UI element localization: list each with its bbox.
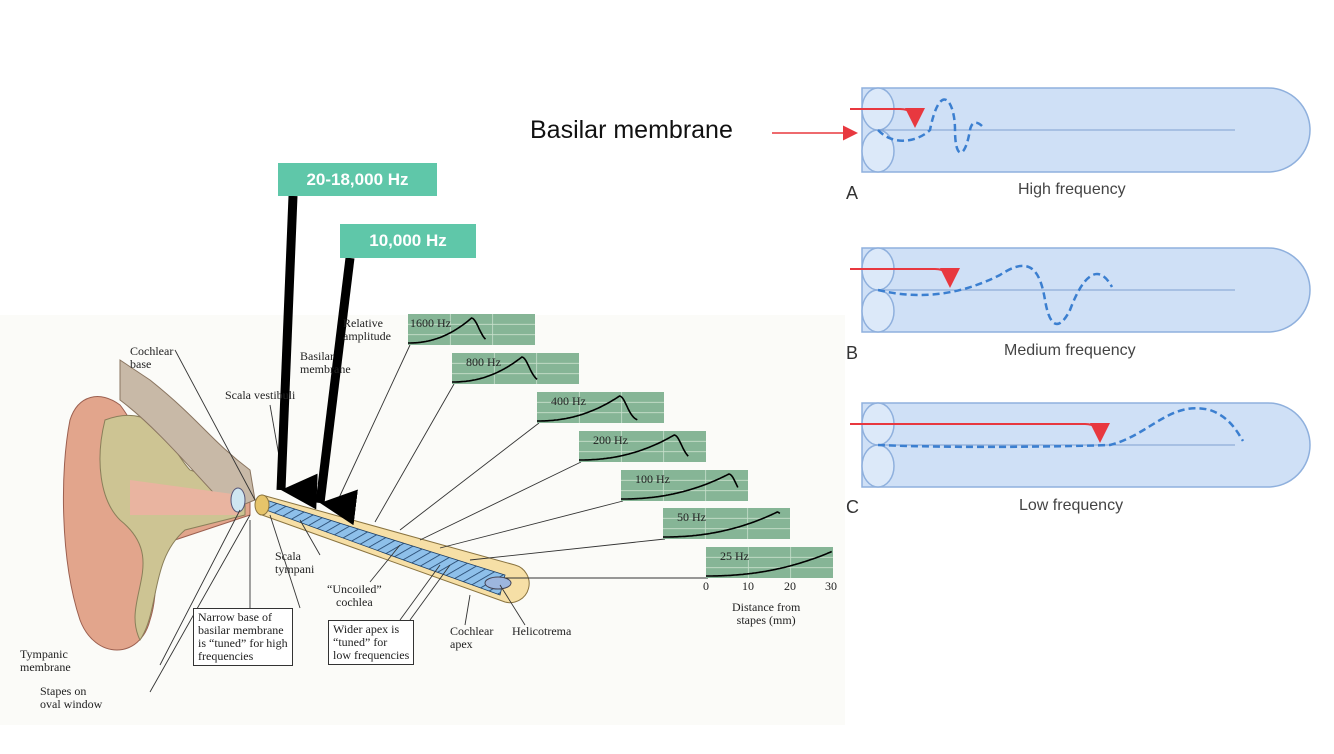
caption-high-frequency: High frequency xyxy=(1018,181,1126,198)
amplitude-panel xyxy=(452,353,579,384)
amplitude-panel xyxy=(408,314,535,345)
panel-label: 1600 Hz xyxy=(410,316,451,330)
input-arrow xyxy=(850,107,925,128)
amplitude-panel xyxy=(621,470,748,501)
panel-letter-b: B xyxy=(846,343,859,363)
amplitude-panel xyxy=(579,431,706,462)
panel-label: 100 Hz xyxy=(635,472,670,486)
panel-letter-c: C xyxy=(846,497,859,517)
traveling-wave xyxy=(877,98,983,154)
amplitude-curve xyxy=(579,434,689,461)
tube-panel xyxy=(850,247,1311,333)
label-helicotrema: Helicotrema xyxy=(512,624,572,638)
panel-label: 25 Hz xyxy=(720,549,749,563)
label-scala-vestibuli: Scala vestibuli xyxy=(225,388,296,402)
label-uncoiled-cochlea: “Uncoiled”cochlea xyxy=(327,582,382,609)
axis-tick-30: 30 xyxy=(825,579,837,593)
axis-tick-10: 10 xyxy=(742,579,754,593)
ear-illustration xyxy=(62,359,256,651)
arrow-10000hz xyxy=(315,257,358,526)
panel-label: 50 Hz xyxy=(677,510,706,524)
input-arrow xyxy=(850,422,1110,443)
basilar-membrane-title: Basilar membrane xyxy=(530,116,733,144)
panel-label: 400 Hz xyxy=(551,394,586,408)
leader-lines xyxy=(149,344,708,693)
amplitude-panel xyxy=(663,508,790,539)
caption-medium-frequency: Medium frequency xyxy=(1004,342,1136,359)
traveling-wave xyxy=(877,264,1114,325)
amplitude-curve xyxy=(408,317,487,344)
amplitude-curve xyxy=(663,511,781,538)
axis-tick-20: 20 xyxy=(784,579,796,593)
tube-panel xyxy=(850,402,1311,488)
panel-label: 200 Hz xyxy=(593,433,628,447)
panel-label: 800 Hz xyxy=(466,355,501,369)
tube-diagrams xyxy=(850,87,1311,488)
freq-tag-20-18000: 20-18,000 Hz xyxy=(278,163,437,196)
caption-low-frequency: Low frequency xyxy=(1019,497,1124,514)
axis-tick-0: 0 xyxy=(703,579,709,593)
traveling-wave xyxy=(877,407,1245,449)
amplitude-curve xyxy=(621,473,739,500)
amplitude-panels xyxy=(408,314,833,578)
arrow-20-18000hz xyxy=(276,195,318,510)
amplitude-panel xyxy=(537,392,664,423)
amplitude-curve xyxy=(537,395,638,422)
amplitude-panel xyxy=(706,547,833,578)
panel-letter-a: A xyxy=(846,183,859,203)
amplitude-curve xyxy=(452,356,538,383)
input-arrow xyxy=(850,267,960,288)
freq-tag-10000: 10,000 Hz xyxy=(340,224,476,258)
tube-panel xyxy=(850,87,1311,173)
amplitude-curve xyxy=(706,550,833,577)
